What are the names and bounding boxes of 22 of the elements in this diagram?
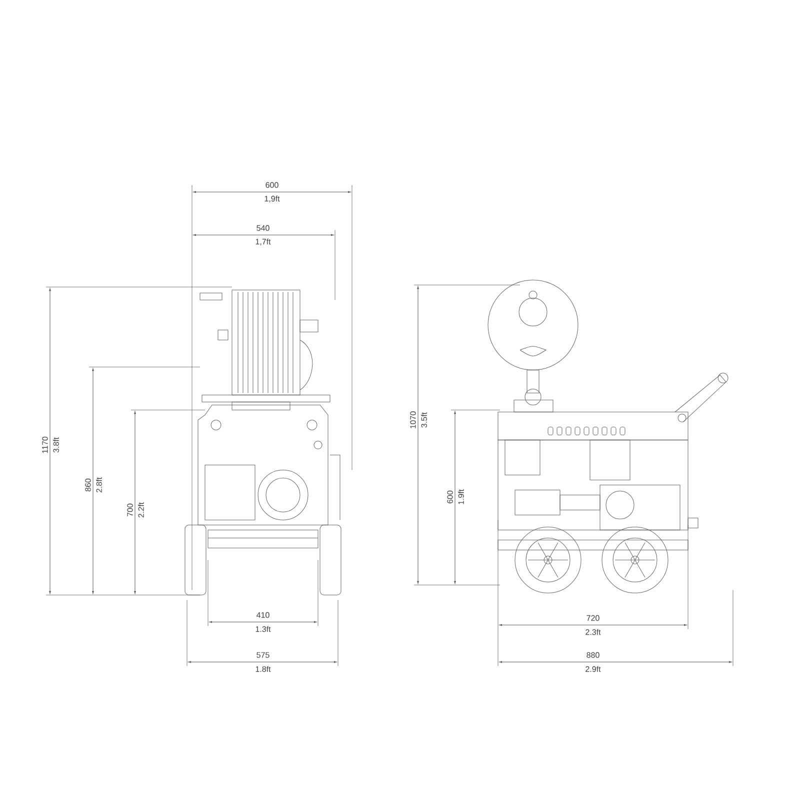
dimension-label: 600 <box>446 490 454 504</box>
dimension-label: 860 <box>84 478 92 492</box>
dimension-label: 880 <box>586 652 600 658</box>
dimension-label: 410 <box>256 612 270 618</box>
dimension-label: 540 <box>256 224 270 232</box>
dimension-label: 1070 <box>410 410 416 430</box>
dimension-label: 2.2ft <box>138 502 144 518</box>
dimension-label: 2.3ft <box>584 628 602 636</box>
dimension-label: 3.8ft <box>52 436 60 454</box>
dimension-label: 2.9ft <box>584 666 602 672</box>
dimension-label: 1.9ft <box>458 488 464 506</box>
dimension-label: 720 <box>586 614 600 622</box>
dimension-label: 1.8ft <box>254 666 272 672</box>
dimension-label: 1,9ft <box>264 195 280 203</box>
dimension-label: 1170 <box>42 436 48 454</box>
dimension-label: 3.5ft <box>420 412 428 428</box>
dimension-label: 700 <box>126 502 134 518</box>
dimension-label: 1.3ft <box>254 626 272 632</box>
dimension-label: 600 <box>264 182 280 188</box>
dimension-label: 2.8ft <box>96 476 102 494</box>
dimension-label: 575 <box>256 652 270 658</box>
dimension-label: 1,7ft <box>254 238 272 246</box>
